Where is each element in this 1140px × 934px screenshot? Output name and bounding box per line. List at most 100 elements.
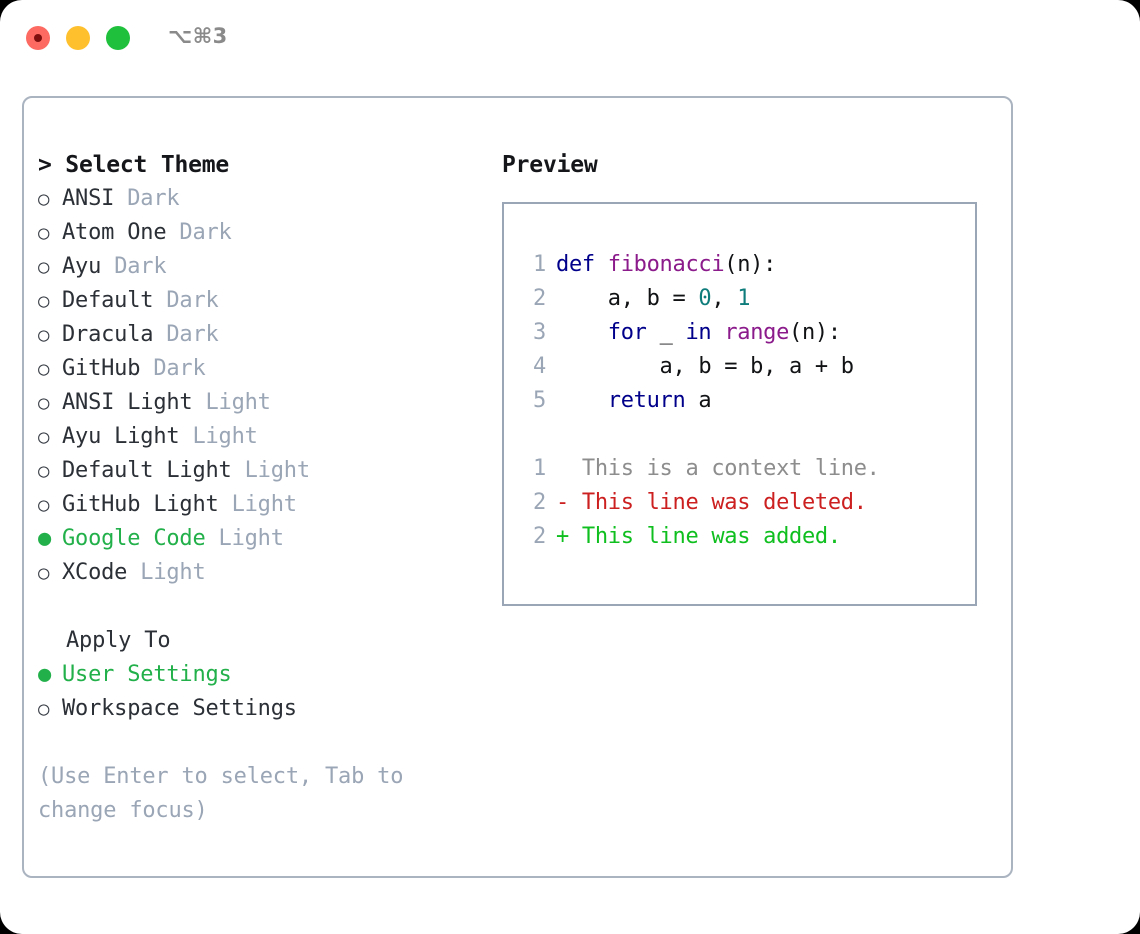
radio-unselected-icon: ○	[38, 698, 50, 720]
code-line: 4 a, b = b, a + b	[518, 350, 975, 384]
line-number: 2	[533, 286, 546, 311]
theme-option-default[interactable]: ○ Default Dark	[38, 284, 478, 318]
theme-option-name: Default	[62, 288, 154, 313]
radio-unselected-icon: ○	[38, 256, 50, 278]
radio-unselected-icon: ○	[38, 426, 50, 448]
diff-sign: -	[556, 490, 582, 515]
theme-option-github[interactable]: ○GitHub Dark	[38, 352, 478, 386]
radio-unselected-icon: ○	[38, 562, 50, 584]
theme-option-ayu-light[interactable]: ○ Ayu Light Light	[38, 420, 478, 454]
apply-option-workspace-settings[interactable]: ○Workspace Settings	[38, 692, 478, 726]
line-number: 3	[533, 320, 546, 345]
theme-option-github-light[interactable]: ○ GitHub Light Light	[38, 488, 478, 522]
theme-option-variant: Light	[244, 458, 310, 483]
diff-sign: +	[556, 524, 582, 549]
diff-line-add: 2+ This line was added.	[518, 520, 975, 554]
diff-sample: 1 This is a context line.2- This line wa…	[518, 452, 975, 554]
theme-option-name: Ayu	[62, 254, 102, 279]
apply-option-name: User Settings	[62, 662, 232, 687]
theme-option-variant: Light	[218, 526, 284, 551]
radio-unselected-icon: ○	[38, 358, 50, 380]
titlebar: ⌥⌘3	[0, 0, 1140, 78]
radio-selected-icon: ●	[38, 526, 52, 551]
maximize-button[interactable]	[106, 26, 130, 50]
window-controls	[26, 26, 130, 50]
code-token-num: 1	[737, 286, 751, 311]
radio-unselected-icon: ○	[38, 392, 50, 414]
apply-option-user-settings[interactable]: ● User Settings	[38, 658, 478, 692]
select-theme-header: > Select Theme	[38, 152, 230, 178]
option-gap	[140, 356, 153, 381]
line-number: 1	[533, 456, 546, 481]
theme-option-variant: Dark	[166, 288, 219, 313]
code-token-pln: ,	[711, 286, 738, 311]
code-line: 3 for _ in range(n):	[518, 316, 975, 350]
line-number: 2	[533, 524, 546, 549]
option-gap	[101, 254, 114, 279]
radio-unselected-icon: ○	[38, 222, 50, 244]
option-gap	[206, 526, 219, 551]
minimize-button[interactable]	[66, 26, 90, 50]
theme-list-column: > Select Theme ○ANSI Dark○Atom One Dark○…	[38, 148, 478, 828]
code-line: 2 a, b = 0, 1	[518, 282, 975, 316]
diff-sign	[556, 456, 582, 481]
theme-option-variant: Light	[192, 424, 258, 449]
theme-option-xcode[interactable]: ○XCode Light	[38, 556, 478, 590]
theme-option-name: Google Code	[62, 526, 206, 551]
code-token-pln: a	[685, 388, 712, 413]
theme-option-name: GitHub Light	[62, 492, 219, 517]
option-gap	[192, 390, 205, 415]
theme-option-ansi[interactable]: ○ANSI Dark	[38, 182, 478, 216]
theme-picker-panel: > Select Theme ○ANSI Dark○Atom One Dark○…	[22, 96, 1013, 878]
theme-option-dracula[interactable]: ○Dracula Dark	[38, 318, 478, 352]
option-gap	[219, 492, 232, 517]
code-diff-spacer	[518, 418, 975, 452]
code-token-fn: fibonacci	[607, 252, 725, 277]
close-button[interactable]	[26, 26, 50, 50]
theme-option-ansi-light[interactable]: ○ ANSI Light Light	[38, 386, 478, 420]
theme-option-variant: Light	[205, 390, 271, 415]
radio-unselected-icon: ○	[38, 290, 50, 312]
theme-option-list[interactable]: ○ANSI Dark○Atom One Dark○Ayu Dark○Defaul…	[38, 182, 478, 590]
list-spacer	[38, 590, 478, 624]
code-token-pln: (n):	[724, 252, 777, 277]
theme-option-variant: Dark	[127, 186, 180, 211]
theme-option-name: Atom One	[62, 220, 167, 245]
option-gap	[127, 560, 140, 585]
keyboard-hint-text: (Use Enter to select, Tab to change focu…	[38, 764, 417, 823]
keyboard-shortcut-label: ⌥⌘3	[168, 24, 228, 48]
radio-unselected-icon: ○	[38, 494, 50, 516]
theme-option-name: GitHub	[62, 356, 141, 381]
diff-text: This line was deleted.	[581, 490, 867, 515]
line-number: 2	[533, 490, 546, 515]
theme-option-name: ANSI Light	[62, 390, 193, 415]
code-line: 5 return a	[518, 384, 975, 418]
theme-option-name: Default Light	[62, 458, 232, 483]
radio-selected-icon: ●	[38, 662, 52, 687]
theme-option-name: Dracula	[62, 322, 154, 347]
theme-option-variant: Dark	[114, 254, 167, 279]
apply-option-list[interactable]: ● User Settings ○Workspace Settings	[38, 658, 478, 726]
code-token-pln	[711, 320, 724, 345]
option-gap	[153, 288, 166, 313]
diff-line-del: 2- This line was deleted.	[518, 486, 975, 520]
code-token-pln: a, b =	[556, 286, 699, 311]
theme-option-variant: Light	[231, 492, 297, 517]
theme-option-name: XCode	[62, 560, 128, 585]
theme-option-variant: Dark	[179, 220, 232, 245]
theme-option-name: Ayu Light	[62, 424, 180, 449]
theme-option-atom-one[interactable]: ○ Atom One Dark	[38, 216, 478, 250]
code-token-kw: in	[685, 320, 712, 345]
theme-option-ayu[interactable]: ○ Ayu Dark	[38, 250, 478, 284]
theme-option-default-light[interactable]: ○Default Light Light	[38, 454, 478, 488]
code-token-pln: _	[646, 320, 686, 345]
theme-option-google-code[interactable]: ● Google Code Light	[38, 522, 478, 556]
option-gap	[179, 424, 192, 449]
radio-unselected-icon: ○	[38, 188, 50, 210]
line-number: 1	[533, 252, 546, 277]
